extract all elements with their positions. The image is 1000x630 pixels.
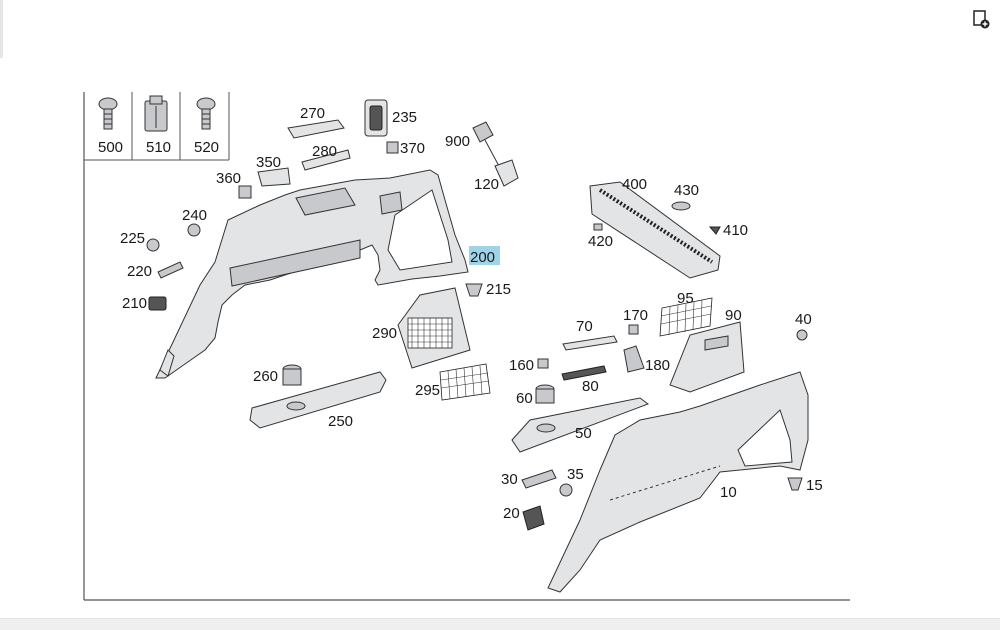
part-295 xyxy=(439,363,491,401)
callout-160[interactable]: 160 xyxy=(509,357,534,374)
callout-30[interactable]: 30 xyxy=(501,471,518,488)
callout-220[interactable]: 220 xyxy=(127,263,152,280)
part-70 xyxy=(562,335,618,351)
part-120 xyxy=(494,159,519,187)
callout-280[interactable]: 280 xyxy=(312,143,337,160)
callout-80[interactable]: 80 xyxy=(582,378,599,395)
part-350 xyxy=(257,167,291,187)
callout-180[interactable]: 180 xyxy=(645,357,670,374)
part-180 xyxy=(623,345,645,373)
callout-120[interactable]: 120 xyxy=(474,176,499,193)
callout-95[interactable]: 95 xyxy=(677,290,694,307)
callout-50[interactable]: 50 xyxy=(575,425,592,442)
callout-370[interactable]: 370 xyxy=(400,140,425,157)
part-360 xyxy=(238,185,252,199)
part-370 xyxy=(386,141,399,154)
part-30 xyxy=(521,469,557,489)
callout-260[interactable]: 260 xyxy=(253,368,278,385)
callout-60[interactable]: 60 xyxy=(516,390,533,407)
callout-70[interactable]: 70 xyxy=(576,318,593,335)
callout-430[interactable]: 430 xyxy=(674,182,699,199)
callout-350[interactable]: 350 xyxy=(256,154,281,171)
part-40 xyxy=(796,329,808,341)
part-10-right-side-trim-panel xyxy=(547,371,809,593)
legend-label-520: 520 xyxy=(194,139,219,156)
part-80 xyxy=(561,365,607,381)
part-250 xyxy=(249,371,387,429)
part-240 xyxy=(187,223,201,237)
part-260 xyxy=(282,364,302,386)
legend-label-500: 500 xyxy=(98,139,123,156)
callout-225[interactable]: 225 xyxy=(120,230,145,247)
part-430 xyxy=(671,201,691,211)
screw-520-icon xyxy=(196,97,216,130)
part-90 xyxy=(669,321,745,393)
part-50 xyxy=(511,397,650,453)
callout-400[interactable]: 400 xyxy=(622,176,647,193)
callout-290[interactable]: 290 xyxy=(372,325,397,342)
part-225 xyxy=(146,238,160,252)
part-60 xyxy=(535,384,555,404)
screw-500-icon xyxy=(98,97,118,130)
clip-510-icon xyxy=(144,95,168,132)
part-95 xyxy=(659,297,713,337)
selected-callout-highlight xyxy=(469,246,500,265)
part-410 xyxy=(708,226,721,235)
part-215 xyxy=(465,283,483,297)
document-add-icon[interactable] xyxy=(970,8,992,30)
callout-900[interactable]: 900 xyxy=(445,133,470,150)
callout-labels: 270 235 280 370 350 900 360 120 400 430 … xyxy=(120,105,823,522)
callout-295[interactable]: 295 xyxy=(415,382,440,399)
callout-15[interactable]: 15 xyxy=(806,477,823,494)
callout-200[interactable]: 200 xyxy=(470,249,495,266)
callout-10[interactable]: 10 xyxy=(720,484,737,501)
callout-250[interactable]: 250 xyxy=(328,413,353,430)
part-20 xyxy=(522,505,545,531)
part-290 xyxy=(397,287,471,369)
callout-240[interactable]: 240 xyxy=(182,207,207,224)
left-side-trim-panel xyxy=(155,169,469,379)
part-400 xyxy=(589,181,721,279)
callout-360[interactable]: 360 xyxy=(216,170,241,187)
callout-235[interactable]: 235 xyxy=(392,109,417,126)
part-170 xyxy=(628,324,639,335)
bottom-status-bar xyxy=(0,618,1000,630)
part-220 xyxy=(157,261,184,279)
callout-35[interactable]: 35 xyxy=(567,466,584,483)
part-900 xyxy=(472,121,501,169)
part-160 xyxy=(537,358,549,369)
callout-210[interactable]: 210 xyxy=(122,295,147,312)
part-280 xyxy=(301,149,351,171)
part-35 xyxy=(559,483,573,497)
callout-20[interactable]: 20 xyxy=(503,505,520,522)
part-210 xyxy=(148,296,167,311)
side-panel-edge xyxy=(0,0,3,58)
callout-90[interactable]: 90 xyxy=(725,307,742,324)
callout-420[interactable]: 420 xyxy=(588,233,613,250)
fastener-legend: 500 510 520 xyxy=(84,92,230,161)
part-15 xyxy=(787,477,803,491)
part-235 xyxy=(364,99,388,137)
callout-40[interactable]: 40 xyxy=(795,311,812,328)
callout-215[interactable]: 215 xyxy=(486,281,511,298)
part-270 xyxy=(287,119,345,139)
callout-410[interactable]: 410 xyxy=(723,222,748,239)
callout-270[interactable]: 270 xyxy=(300,105,325,122)
part-420 xyxy=(593,223,603,231)
legend-label-510: 510 xyxy=(146,139,171,156)
callout-170[interactable]: 170 xyxy=(623,307,648,324)
